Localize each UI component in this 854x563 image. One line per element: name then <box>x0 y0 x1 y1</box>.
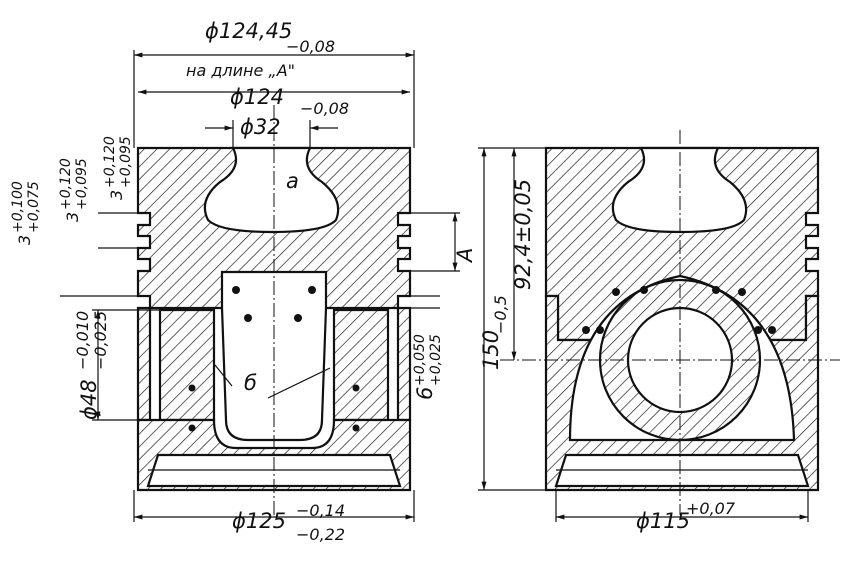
svg-text:−0,025: −0,025 <box>91 311 110 370</box>
dim-pin-height-label: 92,4±0,05 <box>511 179 535 290</box>
svg-text:+0,120: +0,120 <box>58 158 74 210</box>
left-skirt-left-wall <box>136 306 152 422</box>
svg-text:3: 3 <box>107 190 126 200</box>
right-oil-holes <box>582 286 776 334</box>
svg-text:+0,095: +0,095 <box>74 158 90 210</box>
left-labels: ϕ124,45 −0,08 на длине „A" ϕ124 −0,08 ϕ3… <box>10 19 477 544</box>
svg-text:92,4±0,05: 92,4±0,05 <box>511 179 535 290</box>
right-piston-section <box>500 130 840 515</box>
svg-text:+0,025: +0,025 <box>428 334 444 386</box>
dim-right-bottom: ϕ115 <box>636 509 690 533</box>
svg-text:3: 3 <box>63 212 82 222</box>
dim-right-bottom-tol: +0,07 <box>686 499 736 518</box>
left-oil-holes <box>188 286 360 432</box>
left-piston-section <box>136 105 412 515</box>
svg-text:+0,100: +0,100 <box>10 181 26 233</box>
label-a: a <box>286 169 299 193</box>
leader-b-left <box>214 364 233 387</box>
oil-groove-label: 6 +0,050 +0,025 <box>412 334 444 400</box>
dim-height-label: 150 −0,5 <box>479 295 510 370</box>
right-labels: 150 −0,5 92,4±0,05 ϕ115 +0,07 <box>479 179 736 533</box>
zone-a-label: A <box>453 248 477 264</box>
dim-top-outer-tol: −0,08 <box>286 37 335 56</box>
left-skirt-right-wall <box>396 306 412 422</box>
combustion-bowl <box>203 146 340 234</box>
svg-text:ϕ48: ϕ48 <box>77 379 101 420</box>
svg-text:A: A <box>453 248 477 264</box>
ring-groove-1-label: 3 +0,100 +0,075 <box>10 181 42 245</box>
leader-b-right <box>267 367 331 399</box>
dim-bottom: ϕ125 <box>232 509 286 533</box>
dim-top-inner: ϕ32 <box>240 115 281 139</box>
ring-groove-3-label: 3 +0,120 +0,095 <box>102 136 134 200</box>
dim-bottom-tol-lower: −0,22 <box>296 525 345 544</box>
dim-top-note: на длине „A" <box>186 61 295 80</box>
svg-text:+0,095: +0,095 <box>118 136 134 188</box>
svg-text:−0,010: −0,010 <box>73 311 92 370</box>
svg-text:6: 6 <box>413 387 437 400</box>
svg-text:+0,075: +0,075 <box>26 181 42 233</box>
left-pin-boss-left <box>158 308 216 422</box>
dim-top-mid: ϕ124 <box>230 85 284 109</box>
label-b: б <box>244 371 257 395</box>
left-pin-boss-right <box>332 308 390 422</box>
svg-text:−0,5: −0,5 <box>491 295 510 334</box>
left-dimensions <box>60 50 460 522</box>
dim-top-outer: ϕ124,45 <box>205 19 292 43</box>
svg-text:+0,120: +0,120 <box>102 136 118 188</box>
svg-text:3: 3 <box>15 235 34 245</box>
svg-text:+0,050: +0,050 <box>412 334 428 386</box>
right-dimensions <box>478 147 809 522</box>
dim-top-mid-tol: −0,08 <box>300 99 349 118</box>
dim-bottom-tol-upper: −0,14 <box>296 501 345 520</box>
ring-groove-2-label: 3 +0,120 +0,095 <box>58 158 90 222</box>
svg-text:150: 150 <box>479 330 503 370</box>
pin-bore-label: ϕ48 −0,010 −0,025 <box>73 311 110 420</box>
